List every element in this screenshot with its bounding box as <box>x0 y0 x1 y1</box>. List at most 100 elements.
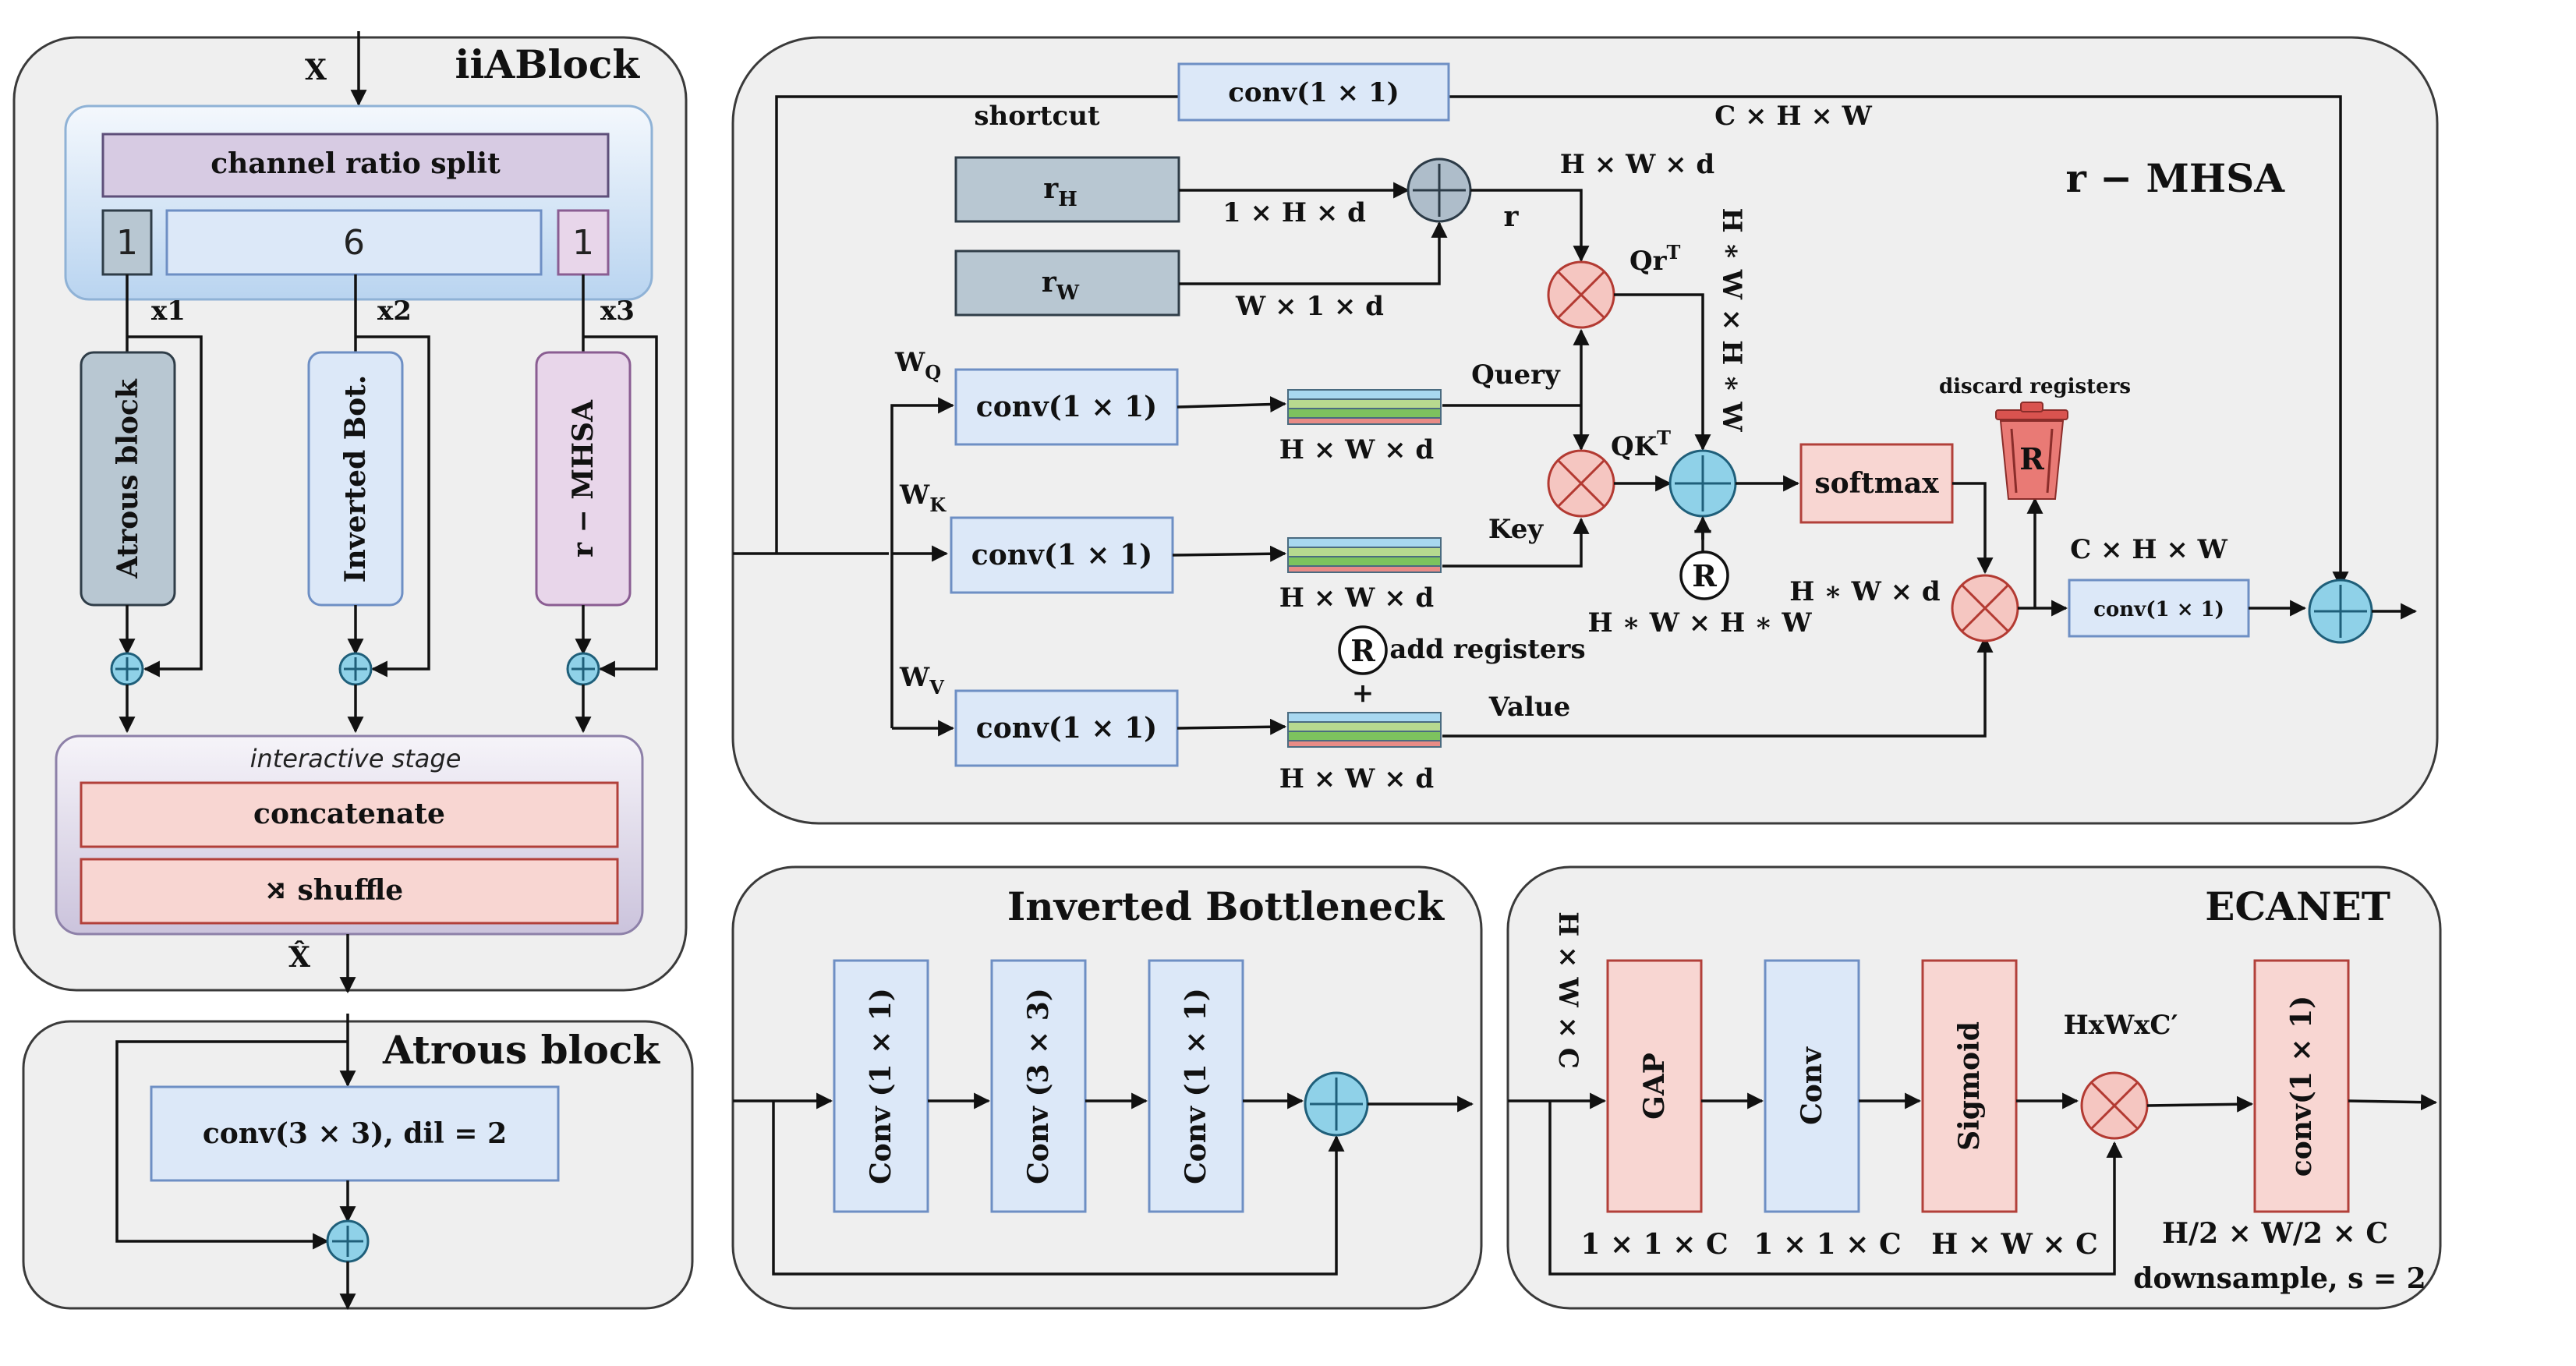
r-mhsa-panel: r − MHSA conv(1 × 1) shortcut C × H × W … <box>731 36 2439 825</box>
inverted-bottleneck-panel: Inverted Bottleneck Conv (1 × 1) Conv (3… <box>731 865 1483 1310</box>
trash-register-symbol: R <box>2019 441 2044 476</box>
inv-conv3-box <box>1148 959 1244 1213</box>
inv-conv3-label: Conv (1 × 1) <box>1180 988 1212 1184</box>
wk-label: W <box>899 480 930 511</box>
sigmoid-label: Sigmoid <box>1953 1021 1986 1151</box>
shortcut-line-b <box>1449 95 2349 589</box>
register-node-1 <box>1679 550 1729 600</box>
conv-q-label: conv(1 × 1) <box>976 391 1157 423</box>
ratio-box-1 <box>101 209 153 276</box>
ratio-1-label: 1 <box>116 223 138 263</box>
atrous-residual <box>115 1040 348 1250</box>
inv-conv1-label: Conv (1 × 1) <box>865 988 897 1184</box>
wv-label: W <box>899 662 930 693</box>
wk-subscript: K <box>929 494 947 516</box>
query-label: Query <box>1471 359 1561 391</box>
register-plus-sign-1: + <box>1692 515 1714 547</box>
inv-conv2-label: Conv (3 × 3) <box>1022 988 1055 1184</box>
svg-text:WV: WV <box>899 662 944 699</box>
shortcut-conv-label: conv(1 × 1) <box>1228 77 1399 108</box>
eca-skip-line <box>1548 1101 2123 1276</box>
add-registers-label: add registers <box>1389 634 1585 665</box>
interactive-stage-label: interactive stage <box>250 744 462 773</box>
hwd-label: H ∗ W × d <box>1789 576 1940 607</box>
branch1-residual <box>127 335 203 678</box>
atrous-branch-label: Atrous block <box>111 378 144 579</box>
channel-ratio-split-box <box>101 133 610 198</box>
shortcut-label: shortcut <box>974 101 1100 132</box>
qk-label: QK <box>1611 431 1658 462</box>
iiablock-title: iiABlock <box>455 41 641 87</box>
iiablock-output-label: X̂ <box>288 940 310 974</box>
svg-text:WQ: WQ <box>894 347 941 384</box>
atrous-block-panel: Atrous block conv(3 × 3), dil = 2 <box>22 1014 694 1311</box>
svg-text:QrT: QrT <box>1629 241 1681 277</box>
key-tensor-stack <box>1287 537 1442 573</box>
svg-text:WK: WK <box>899 480 947 516</box>
ratio-box-6 <box>165 209 543 276</box>
gap-label: GAP <box>1638 1053 1671 1120</box>
attention-dim-label: H ∗ W × H ∗ W <box>1587 607 1812 639</box>
wq-label: W <box>894 347 925 378</box>
concatenate-label: concatenate <box>253 798 445 830</box>
downsample-label: downsample, s = 2 <box>2133 1262 2426 1295</box>
qk-superscript: T <box>1657 426 1671 449</box>
value-label: Value <box>1488 692 1571 723</box>
x1-label: x1 <box>151 295 186 327</box>
key-label: Key <box>1488 514 1544 545</box>
atrous-conv-label: conv(3 × 3), dil = 2 <box>203 1117 507 1150</box>
dim-r-sum-label: H × W × d <box>1560 149 1714 180</box>
conv-k-box <box>950 516 1174 594</box>
eca-conv-label: Conv <box>1796 1046 1828 1125</box>
eca-conv-box <box>1764 959 1860 1213</box>
eca-out-conv-box <box>2253 959 2350 1213</box>
r-w-subscript: W <box>1056 281 1080 305</box>
r-w-label: r <box>1042 266 1057 299</box>
chw-out-label: C × H × W <box>2070 534 2228 565</box>
ecanet-title: ECANET <box>2205 883 2390 929</box>
dim-v-label: H × W × d <box>1279 763 1434 794</box>
dim-rw-label: W × 1 × d <box>1235 291 1384 322</box>
iiablock-panel: iiABlock X channel ratio split 1 6 1 x1 … <box>12 31 688 994</box>
inv-conv2-box <box>990 959 1087 1213</box>
sigmoid-box <box>1921 959 2018 1213</box>
dim-conv-label: 1 × 1 × C <box>1753 1228 1901 1261</box>
inverted-bot-branch-label: Inverted Bot. <box>339 375 372 583</box>
shortcut-line-a <box>775 95 1179 554</box>
qr-superscript: T <box>1667 241 1681 264</box>
register-node-2 <box>1338 625 1388 675</box>
branch2-residual <box>356 335 430 678</box>
dim-gap-label: 1 × 1 × C <box>1580 1228 1728 1261</box>
r-h-subscript: H <box>1058 188 1077 211</box>
shuffle-label: ⤨ shuffle <box>264 874 403 907</box>
atrous-conv-box <box>150 1085 560 1182</box>
wv-subscript: V <box>929 676 944 699</box>
branch3-residual <box>583 335 658 678</box>
eca-out-dim-label: H/2 × W/2 × C <box>2162 1217 2388 1250</box>
svg-text:QKT: QKT <box>1611 426 1671 462</box>
x2-label: x2 <box>377 295 412 327</box>
register-symbol-2: R <box>1350 633 1375 668</box>
r-mhsa-branch-label: r − MHSA <box>567 399 600 557</box>
value-tensor-stack <box>1287 712 1442 748</box>
shortcut-conv-box <box>1177 62 1450 122</box>
softmax-label: softmax <box>1814 467 1939 500</box>
gap-box <box>1606 959 1703 1213</box>
register-symbol-1: R <box>1692 558 1717 593</box>
atrous-title: Atrous block <box>382 1027 660 1073</box>
inverted-residual <box>772 1101 1345 1276</box>
svg-text:rW: rW <box>1042 266 1080 305</box>
r-mhsa-title: r − MHSA <box>2065 155 2285 201</box>
r-w-box <box>954 249 1180 317</box>
ratio-6-label: 6 <box>343 223 365 263</box>
output-conv-label: conv(1 × 1) <box>2093 598 2224 621</box>
register-plus-sign-2: + <box>1352 678 1375 709</box>
output-conv-box <box>2068 579 2250 638</box>
concatenate-box <box>80 781 619 848</box>
query-tensor-stack <box>1287 389 1442 425</box>
channel-ratio-split-label: channel ratio split <box>211 147 501 180</box>
svg-text:rH: rH <box>1043 172 1077 211</box>
ratio-1b-label: 1 <box>572 223 594 263</box>
trash-icon <box>1995 402 2068 500</box>
